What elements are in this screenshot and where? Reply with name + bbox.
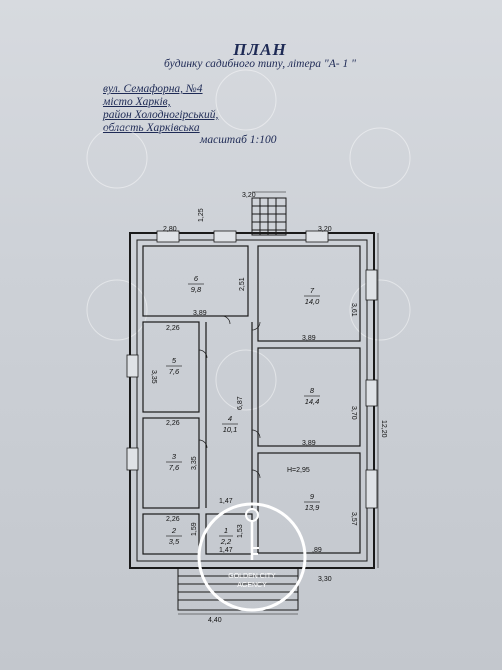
dim-room9-height: 3,57	[350, 512, 357, 526]
window-room3	[126, 447, 139, 471]
plan-title: ПЛАН	[233, 40, 287, 59]
room-6-area: 9,8	[191, 285, 202, 294]
window-room7-side	[365, 269, 378, 301]
dim-room9-bottom: ,89	[312, 547, 322, 554]
dim-room3-top: 2,26	[166, 420, 180, 427]
room-5-outline	[142, 321, 200, 413]
dim-porch-top-width: 3,20	[242, 192, 256, 199]
room-8-area: 14,4	[305, 397, 320, 406]
room-6-outline	[142, 245, 249, 317]
porch-bottom	[177, 567, 299, 611]
dimension-lines	[178, 191, 379, 615]
dim-room5-top: 2,26	[166, 325, 180, 332]
dim-room2-top: 2,26	[166, 516, 180, 523]
porch-top	[251, 197, 287, 236]
room-3-outline	[142, 417, 200, 509]
dim-room2-height: 1,59	[191, 522, 198, 536]
address-city: місто Харків,	[103, 96, 171, 108]
door-room3	[198, 439, 208, 449]
dim-room5-height: 3,35	[150, 370, 157, 384]
room-4-area: 10,1	[223, 425, 238, 434]
room-9-number: 9	[310, 492, 315, 501]
dim-room1-bottom: 1,47	[219, 547, 233, 554]
address-district: район Холодногірський,	[103, 109, 219, 121]
dim-porch-top-depth: 1,25	[198, 208, 205, 222]
windows	[126, 230, 378, 509]
plan-subtitle: будинку садибного типу, літера "А- 1 "	[164, 58, 356, 70]
address-region: область Харківська	[103, 122, 200, 134]
room-2-number: 2	[171, 526, 177, 535]
dim-room1-top: 1,47	[219, 498, 233, 505]
window-room7	[305, 230, 329, 243]
room-6-number: 6	[194, 274, 199, 283]
room-9-area: 13,9	[305, 503, 320, 512]
dim-total-height: 12,20	[380, 420, 387, 438]
watermark-logos	[86, 69, 411, 411]
window-room6b	[213, 230, 237, 243]
room-5-number: 5	[172, 356, 177, 365]
window-room6	[156, 230, 180, 243]
room-1-area: 2,2	[220, 537, 232, 546]
room-8-outline	[257, 347, 361, 447]
address-street: вул. Семафорна, №4	[103, 83, 203, 95]
dim-room3-height: 3,35	[191, 456, 198, 470]
brand-line2: AGENCY	[237, 582, 267, 589]
brand-logo-ring	[197, 502, 307, 612]
dim-corridor-length: 6,87	[237, 396, 244, 410]
brand-line1: GOLDEN CITY	[228, 573, 276, 580]
watermark-circle	[215, 69, 277, 131]
dim-room7-bottom: 3,89	[302, 335, 316, 342]
room-2-outline	[142, 513, 200, 555]
room-4-number: 4	[228, 414, 232, 423]
plan-scale: масштаб 1:100	[200, 134, 277, 146]
watermark-circle	[349, 127, 411, 189]
brand-logo: GOLDEN CITY AGENCY	[197, 502, 307, 612]
inner-walls	[142, 245, 361, 555]
room-5-area: 7,6	[169, 367, 180, 376]
watermark-circle	[86, 279, 148, 341]
dim-room6-bottom: 3,89	[193, 310, 207, 317]
door-room7	[251, 321, 261, 331]
dim-room7-width: 3,20	[318, 226, 332, 233]
window-room9	[365, 469, 378, 509]
door-room5	[198, 349, 208, 359]
room-1-number: 1	[224, 526, 228, 535]
dim-porch-bottom-right: 3,30	[318, 576, 332, 583]
room-8-number: 8	[310, 386, 315, 395]
door-room6	[221, 315, 231, 325]
porch-bottom-outline	[177, 567, 299, 611]
window-room5	[126, 354, 139, 378]
room-7-number: 7	[310, 286, 315, 295]
porch-top-outline	[251, 197, 287, 236]
watermark-circle	[86, 127, 148, 189]
dim-room8-bottom: 3,89	[302, 440, 316, 447]
dim-room7-height: 3,61	[350, 303, 357, 317]
room-3-number: 3	[172, 452, 177, 461]
doors	[198, 315, 261, 479]
room-labels	[166, 283, 320, 537]
door-room8	[251, 429, 261, 439]
dim-porch-bottom-width: 4,40	[208, 617, 222, 624]
window-room8	[365, 379, 378, 407]
room-7-area: 14,0	[305, 297, 320, 306]
dim-room1-height: 1,53	[237, 524, 244, 538]
dim-room6-height: 2,51	[239, 277, 246, 291]
dim-room6-width: 2,80	[163, 226, 177, 233]
ceiling-height: H=2,95	[287, 467, 310, 474]
room-7-outline	[257, 245, 361, 342]
room-3-area: 7,6	[169, 463, 180, 472]
door-room9	[251, 469, 261, 479]
watermark-circle	[215, 349, 277, 411]
watermark-circle	[349, 279, 411, 341]
room-2-area: 3,5	[169, 537, 180, 546]
dim-room8-height: 3,70	[350, 406, 357, 420]
